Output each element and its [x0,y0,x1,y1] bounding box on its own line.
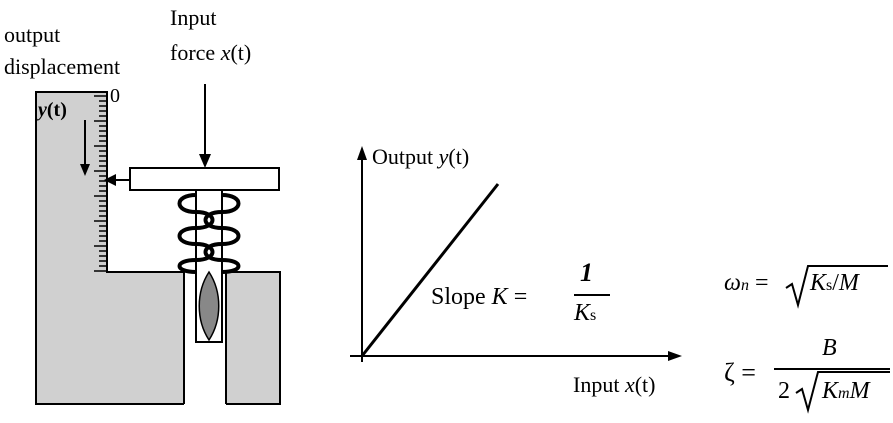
omega-radical [785,265,888,309]
zeta-radicand: KmM [822,378,870,404]
graph-x-label: Input x(t) [573,372,656,397]
slope-fraction-bar [574,294,610,296]
frame-body [35,91,281,405]
graph-y-label: Output y(t) [372,144,470,169]
zeta-radical [795,371,890,414]
zeta-fraction-bar [774,368,890,370]
scale-ticks [94,95,107,272]
scale-zero-label: 0 [110,85,120,107]
omega-formula: ωn = [724,270,769,296]
spring-coils [177,193,241,274]
input-force-arrow [199,154,211,168]
output-displacement-arrow [80,164,90,176]
zeta-formula: ζ = [724,358,756,387]
slope-numerator: 1 [580,258,593,287]
pointer-arrow [104,174,116,186]
graph-y-arrowhead [357,146,367,160]
input-label-line2: force x(t) [170,40,252,65]
zeta-denominator-two: 2 [778,378,790,404]
damper [198,270,220,342]
omega-radicand: Ks/M [810,270,859,296]
slope-denominator: Ks [574,300,597,326]
graph-slope-line [360,183,500,357]
top-plate [129,167,280,191]
zeta-numerator: B [822,335,837,361]
graph-x-arrowhead [668,351,682,361]
scale-y-label: y(t) [38,99,67,121]
input-label-line1: Input [170,5,217,30]
slope-label: Slope K = [431,284,528,310]
output-label-line1: output [4,22,61,47]
output-label-line2: displacement [4,54,121,79]
